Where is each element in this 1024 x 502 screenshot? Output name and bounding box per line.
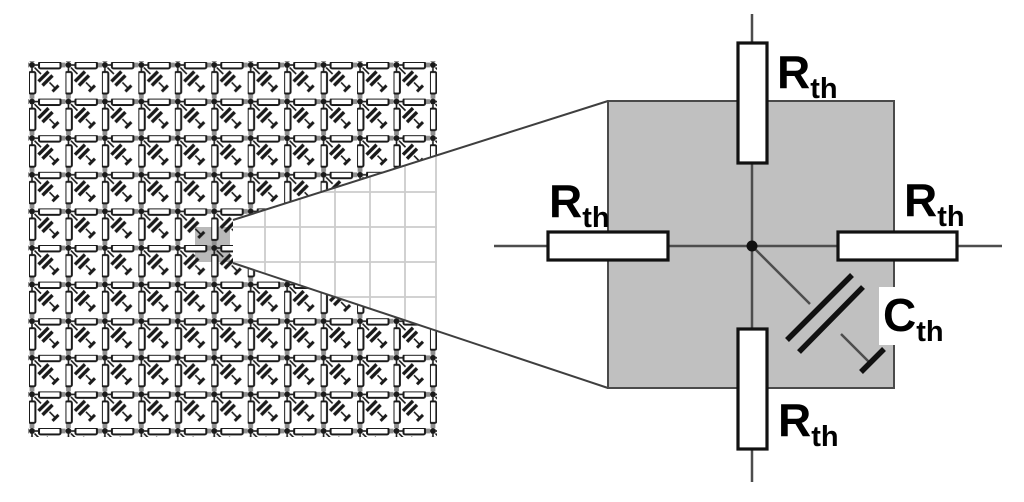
thermal-capacitor bbox=[785, 273, 886, 374]
unit-cell-panel: Rth Rth Rth Rth Cth bbox=[494, 14, 1002, 482]
resistors bbox=[546, 41, 959, 451]
label-backplate bbox=[879, 287, 941, 345]
capacitor-wire-lower bbox=[840, 333, 872, 365]
zoom-callout-line-bottom bbox=[232, 262, 609, 389]
capacitor-plate-2 bbox=[797, 285, 865, 354]
label-r-th-right: Rth bbox=[904, 174, 965, 233]
label-r-th-top: Rth bbox=[777, 46, 838, 105]
zoom-wedge bbox=[233, 101, 608, 388]
capacitor-plate-1 bbox=[785, 273, 854, 342]
resistor-right bbox=[836, 230, 959, 262]
label-r-th-left: Rth bbox=[549, 175, 610, 234]
zoom-callout-line-top bbox=[232, 100, 609, 221]
capacitor-wire-upper bbox=[751, 245, 811, 305]
label-r-th-bottom: Rth bbox=[778, 394, 839, 453]
resistor-left bbox=[546, 230, 670, 262]
label-c-th: Cth bbox=[883, 289, 944, 348]
resistor-bottom bbox=[736, 327, 769, 451]
center-node bbox=[746, 240, 758, 252]
resistor-top bbox=[736, 41, 769, 165]
capacitor-terminal-tick bbox=[859, 347, 886, 374]
mesh-network-panel bbox=[28, 61, 609, 437]
